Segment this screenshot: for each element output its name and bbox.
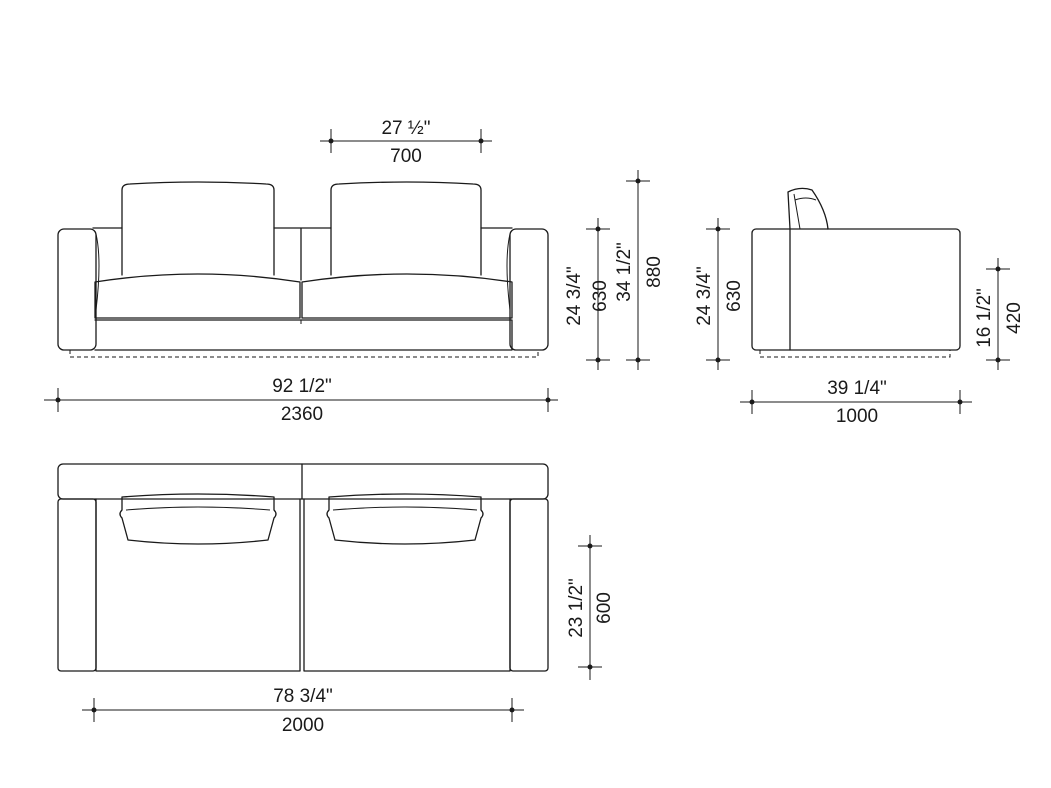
dim-side-depth: 39 1/4" 1000 bbox=[740, 378, 972, 427]
front-view bbox=[57, 181, 549, 358]
side-view bbox=[751, 187, 961, 358]
dim-side-seat-height: 16 1/2" 420 bbox=[974, 258, 1025, 370]
front-arm-height-mm-label: 630 bbox=[590, 280, 611, 312]
side-arm-height-in-label: 24 3/4" bbox=[694, 266, 715, 326]
side-depth-in-label: 39 1/4" bbox=[827, 378, 887, 399]
top-seat-left bbox=[95, 498, 301, 672]
pillow-width-in-label: 27 ½" bbox=[381, 118, 430, 139]
top-arm-right bbox=[509, 498, 549, 672]
front-arm-height-in-label: 24 3/4" bbox=[564, 266, 585, 326]
side-seat-height-in-label: 16 1/2" bbox=[974, 288, 995, 348]
top-arm-left bbox=[57, 498, 97, 672]
front-arm-right bbox=[509, 228, 549, 351]
front-back-pillow-left bbox=[121, 181, 275, 276]
top-pillow-right bbox=[326, 493, 484, 545]
dim-top-inner-width: 78 3/4" 2000 bbox=[82, 686, 524, 736]
dim-front-arm-height: 24 3/4" 630 bbox=[564, 218, 611, 370]
top-backrest bbox=[57, 463, 549, 500]
dim-top-seat-depth: 23 1/2" 600 bbox=[566, 535, 615, 680]
side-seat-height-mm-label: 420 bbox=[1004, 302, 1025, 334]
total-width-mm-label: 2360 bbox=[281, 404, 323, 425]
side-depth-mm-label: 1000 bbox=[836, 406, 878, 427]
front-arm-left bbox=[57, 228, 97, 351]
dim-side-arm-height: 24 3/4" 630 bbox=[694, 218, 745, 370]
side-arm-height-mm-label: 630 bbox=[724, 280, 745, 312]
front-back-pillow-right bbox=[330, 181, 482, 276]
top-inner-width-mm-label: 2000 bbox=[282, 715, 324, 736]
front-back-frame bbox=[92, 227, 513, 281]
front-base bbox=[94, 319, 513, 351]
dim-pillow-width: 27 ½" 700 bbox=[320, 118, 492, 167]
side-body bbox=[751, 228, 961, 351]
top-inner-width-in-label: 78 3/4" bbox=[273, 686, 333, 707]
dim-total-height: 34 1/2" 880 bbox=[614, 170, 665, 370]
total-height-mm-label: 880 bbox=[644, 256, 665, 288]
total-height-in-label: 34 1/2" bbox=[614, 242, 635, 302]
top-pillow-left bbox=[119, 493, 277, 545]
side-back-cushion bbox=[787, 187, 829, 230]
top-seat-depth-in-label: 23 1/2" bbox=[566, 578, 587, 638]
total-width-in-label: 92 1/2" bbox=[272, 376, 332, 397]
front-seat-cushion-right bbox=[301, 273, 513, 319]
side-floor-line bbox=[759, 350, 951, 358]
top-seat-depth-mm-label: 600 bbox=[594, 592, 615, 624]
front-floor-line bbox=[69, 350, 539, 358]
dim-total-width: 92 1/2" 2360 bbox=[44, 376, 558, 425]
pillow-width-mm-label: 700 bbox=[390, 146, 422, 167]
front-seat-cushion-left bbox=[94, 273, 301, 319]
top-seat-right bbox=[303, 498, 511, 672]
top-view bbox=[57, 463, 549, 672]
